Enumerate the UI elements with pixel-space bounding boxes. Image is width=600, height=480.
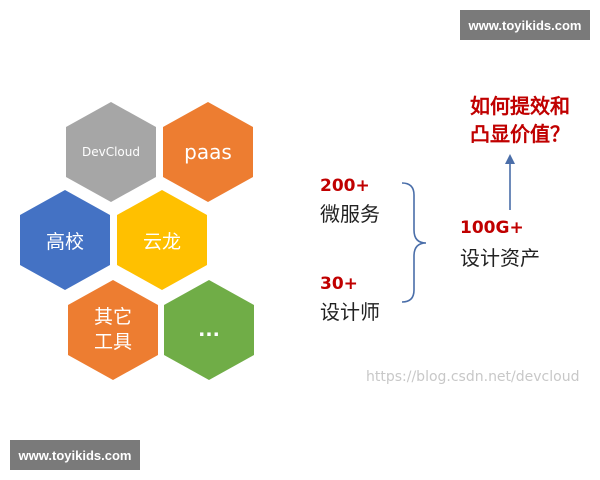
question-text: 如何提效和 凸显价值？ bbox=[470, 92, 595, 148]
microservices-label: 微服务 bbox=[320, 202, 380, 226]
hex-other-tools-line2: 工具 bbox=[93, 331, 132, 353]
hex-other-tools-line1: 其它 bbox=[93, 306, 132, 329]
watermark-top: www.toyikids.com bbox=[460, 10, 590, 40]
hex-more-label: ... bbox=[198, 319, 220, 341]
watermark-bottom: www.toyikids.com bbox=[10, 440, 140, 470]
hex-gaoxiao-label: 高校 bbox=[45, 230, 84, 253]
source-watermark: https://blog.csdn.net/devcloud bbox=[366, 369, 580, 385]
hex-devcloud-label: DevCloud bbox=[81, 145, 140, 159]
up-arrow-head bbox=[505, 154, 515, 164]
hex-devcloud: DevCloud bbox=[66, 102, 156, 202]
assets-count: 100G+ bbox=[460, 218, 524, 238]
question-line1: 如何提效和 bbox=[470, 94, 570, 118]
hex-yunlong-label: 云龙 bbox=[142, 230, 181, 253]
assets-label: 设计资产 bbox=[460, 246, 540, 270]
designers-label: 设计师 bbox=[320, 300, 380, 324]
hex-paas-label: paas bbox=[184, 140, 232, 164]
designers-count: 30+ bbox=[320, 274, 358, 294]
microservices-count: 200+ bbox=[320, 176, 370, 196]
left-brace bbox=[401, 182, 427, 303]
question-line2: 凸显价值？ bbox=[470, 122, 570, 146]
